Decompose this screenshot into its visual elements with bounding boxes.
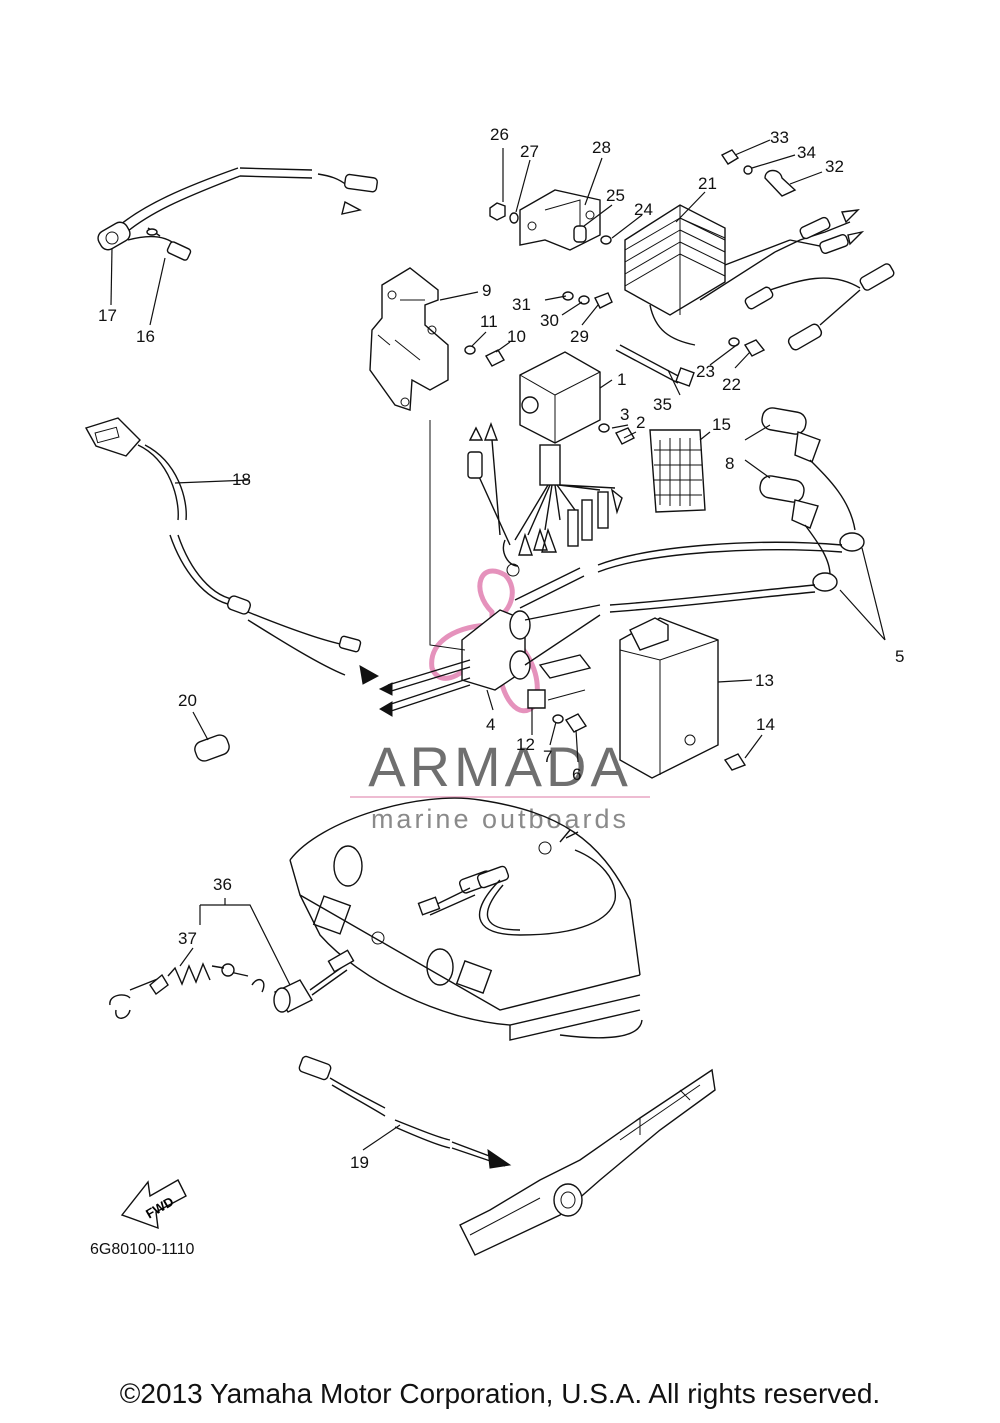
- plug-caps: [514, 407, 865, 613]
- cover-13: [619, 617, 719, 779]
- part-label: 29: [570, 327, 589, 346]
- part-label: 11: [480, 312, 498, 331]
- stop-switch: [109, 949, 355, 1019]
- part-label: 21: [698, 174, 717, 193]
- part-label: 14: [756, 715, 775, 734]
- rectifier-regulator: [624, 204, 895, 351]
- part-label: 24: [634, 200, 653, 219]
- bracket-28: [519, 189, 601, 251]
- leader-lines: [110, 139, 886, 1151]
- part-label: 9: [482, 281, 491, 300]
- part-label: 22: [722, 375, 741, 394]
- part-label: 1: [617, 370, 626, 389]
- ignition-coil: [378, 420, 601, 717]
- part-label: 4: [486, 715, 495, 734]
- steering-arm: [459, 1068, 716, 1256]
- part-label: 35: [653, 395, 672, 414]
- part-label: 12: [516, 735, 535, 754]
- part-label: 5: [895, 647, 904, 666]
- diagram-code: 6G80100-1110: [90, 1241, 194, 1258]
- watermark-subtitle: marine outboards: [371, 804, 629, 834]
- part-label: 36: [213, 875, 232, 894]
- copyright-notice: ©2013 Yamaha Motor Corporation, U.S.A. A…: [119, 1378, 881, 1409]
- clip-12: [527, 654, 592, 709]
- part-label: 17: [98, 306, 117, 325]
- part-label: 32: [825, 157, 844, 176]
- wire-lead-18: [84, 417, 380, 685]
- part-labels: 1 2 3 4 5 6 7 8 9 10 11 12 13 14 15 16 1…: [98, 125, 904, 1172]
- part-label: 3: [620, 405, 629, 424]
- part-label: 26: [490, 125, 509, 144]
- bottom-cowling: [289, 797, 643, 1041]
- part-label: 25: [606, 186, 625, 205]
- part-label: 13: [755, 671, 774, 690]
- part-label: 7: [543, 747, 552, 766]
- part-label: 28: [592, 138, 611, 157]
- part-label: 31: [512, 295, 531, 314]
- part-label: 16: [136, 327, 155, 346]
- cowling-wiring: [417, 829, 616, 936]
- part-label: 15: [712, 415, 731, 434]
- cdi-unit: [467, 351, 623, 577]
- wire-lead-19: [298, 1055, 512, 1169]
- part-label: 18: [232, 470, 251, 489]
- part-label: 19: [350, 1153, 369, 1172]
- fwd-arrow-icon: FWD: [120, 1179, 187, 1230]
- part-label: 6: [572, 765, 581, 784]
- part-label: 30: [540, 311, 559, 330]
- battery-cable-assy: [97, 167, 378, 261]
- watermark: ARMADA marine outboards: [350, 568, 650, 834]
- part-label: 23: [696, 362, 715, 381]
- watermark-brand: ARMADA: [368, 735, 632, 798]
- bracket-9: [369, 267, 449, 411]
- part-label: 8: [725, 454, 734, 473]
- part-label: 10: [507, 327, 526, 346]
- part-label: 27: [520, 142, 539, 161]
- part-label: 37: [178, 929, 197, 948]
- part-label: 33: [770, 128, 789, 147]
- part-label: 34: [797, 143, 816, 162]
- part-label: 20: [178, 691, 197, 710]
- part-label: 2: [636, 413, 645, 432]
